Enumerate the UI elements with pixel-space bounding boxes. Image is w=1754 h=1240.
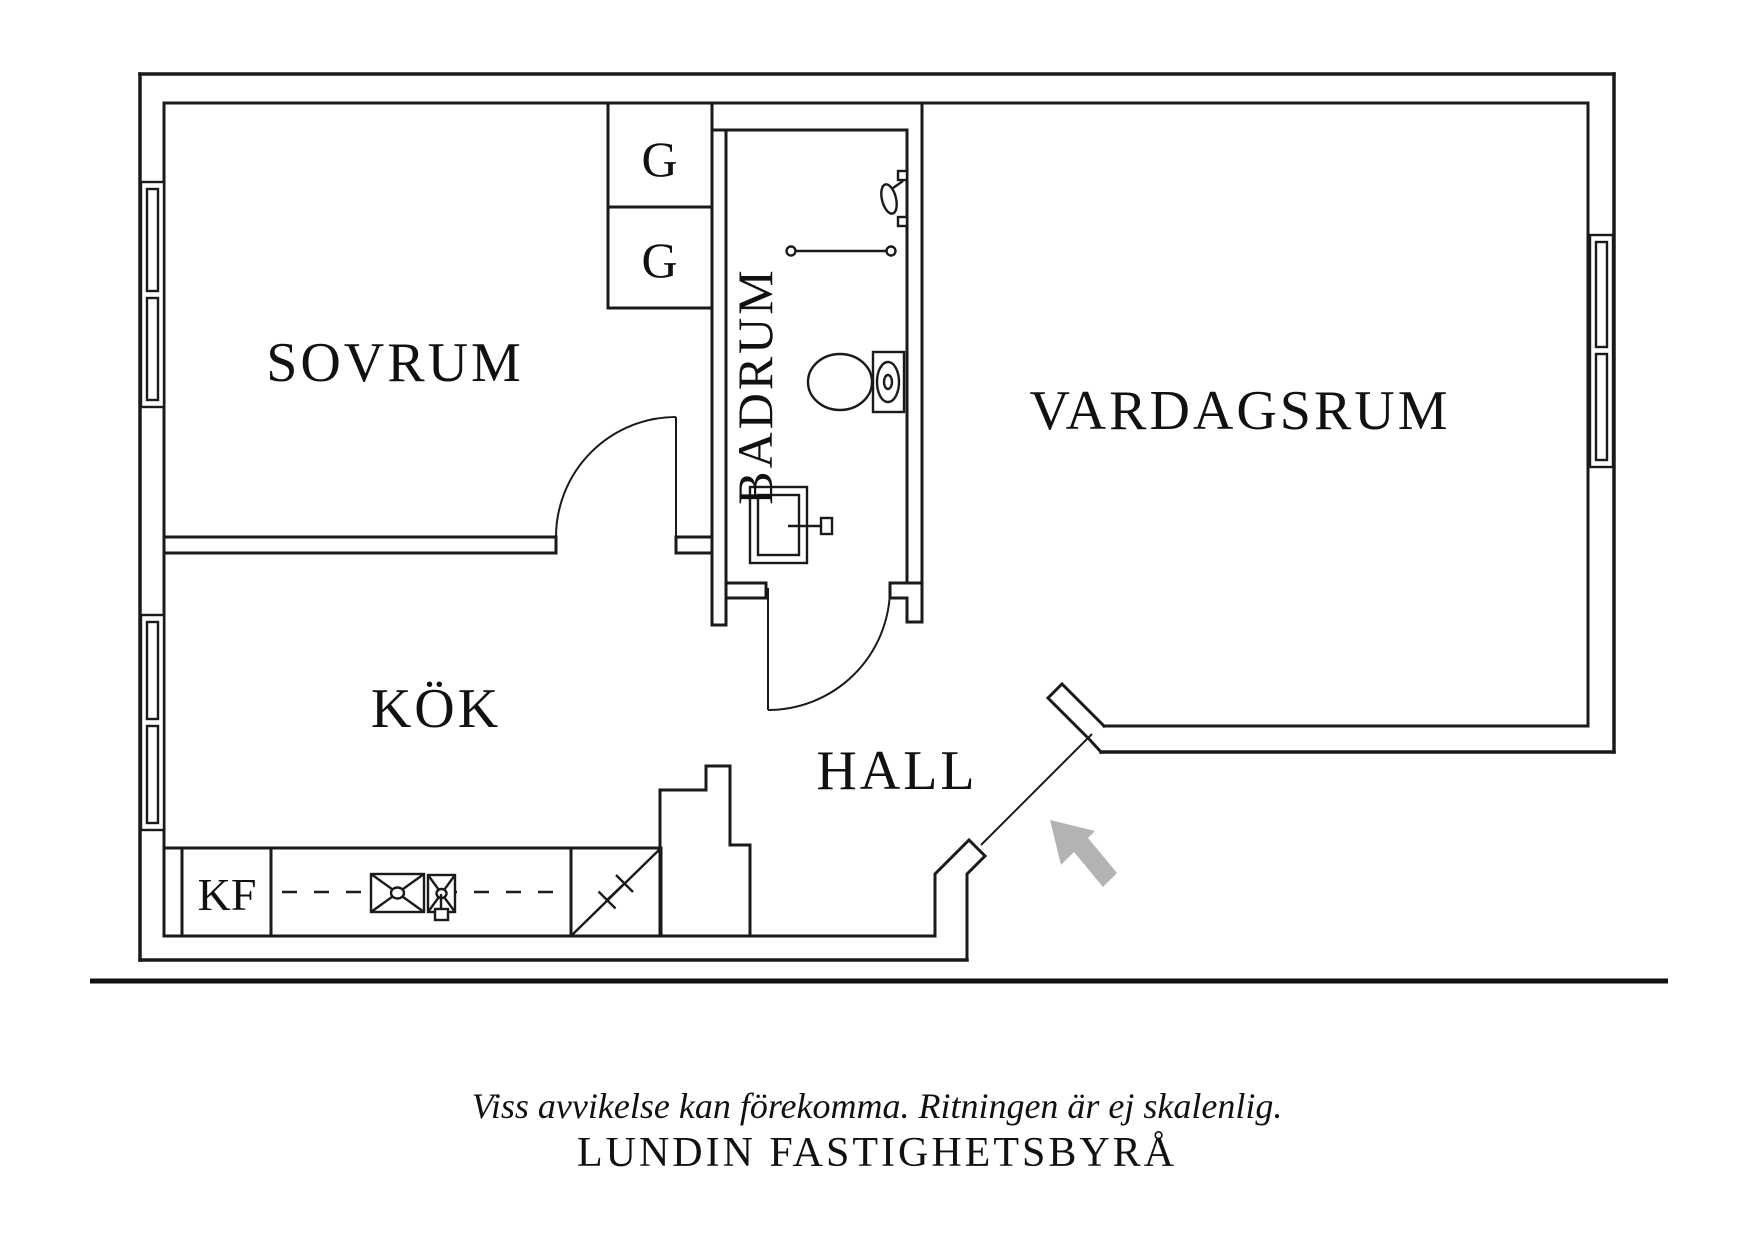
living-room-label: VARDAGSRUM [1029,380,1450,442]
fridge-freezer-label: KF [198,869,257,920]
kitchen-counter: KF [162,846,663,938]
wardrobe-bottom-label: G [641,232,678,288]
entry-arrow-icon [1050,820,1117,887]
partition-walls [162,101,924,938]
entrance [933,681,1117,962]
disclaimer-text: Viss avvikelse kan förekomma. Ritningen … [472,1086,1283,1126]
wardrobe-top-label: G [641,131,678,187]
bedroom-label: SOVRUM [266,332,524,394]
window-kitchen [139,613,166,832]
outer-walls [138,72,1616,962]
bathroom-door [767,587,891,711]
kitchen-sink-icon [369,872,457,922]
toilet-icon [806,350,906,414]
bedroom-door [555,416,677,538]
wardrobe-closets: G G [606,101,714,310]
bathroom-label: BADRUM [727,267,783,504]
window-living-room [1588,233,1615,469]
inner-walls [162,101,1590,938]
footer: Viss avvikelse kan förekomma. Ritningen … [472,1086,1283,1176]
hall-label: HALL [816,740,977,802]
agency-name: LUNDIN FASTIGHETSBYRÅ [577,1130,1177,1176]
kitchen-label: KÖK [371,678,501,740]
room-labels: SOVRUM KÖK BADRUM HALL VARDAGSRUM [266,267,1450,802]
shower-icon [785,169,909,257]
bathroom-sink-icon [748,485,834,565]
window-bedroom [139,180,166,409]
stove-icon [571,848,661,936]
